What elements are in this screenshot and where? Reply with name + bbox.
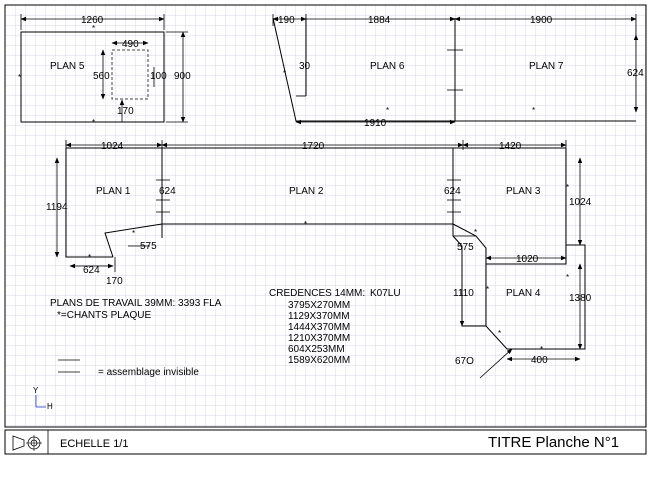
- plan-4-label: PLAN 4: [506, 288, 541, 299]
- dim-400: 400: [531, 355, 548, 366]
- credence-item-1: 3795X270MM: [288, 300, 350, 311]
- svg-text:*: *: [474, 228, 477, 237]
- note-chants-plaque: *=CHANTS PLAQUE: [57, 310, 152, 321]
- plan-5-label: PLAN 5: [50, 61, 85, 72]
- dim-1380: 1380: [569, 293, 592, 304]
- dim-170-bottom: 170: [106, 276, 123, 287]
- plan-4: * * * * * *: [452, 157, 586, 379]
- note-plans-de-travail: PLANS DE TRAVAIL 39MM: 3393 FLA: [50, 298, 222, 309]
- dim-190: 190: [278, 15, 295, 26]
- credence-item-4: 1210X370MM: [288, 333, 350, 344]
- plan-6-7: * * *: [272, 14, 639, 125]
- dim-490: 490: [122, 39, 139, 50]
- plan-5: * * *: [18, 14, 188, 127]
- dim-1900: 1900: [530, 15, 553, 26]
- dim-1024-right: 1024: [569, 197, 592, 208]
- dim-170-top: 170: [117, 106, 134, 117]
- credence-item-3: 1444X370MM: [288, 322, 350, 333]
- grid-background: [4, 4, 647, 428]
- dim-575-plan4: 575: [457, 242, 474, 253]
- dim-30: 30: [299, 61, 311, 72]
- plan-6-label: PLAN 6: [370, 61, 405, 72]
- dim-624-plan3: 624: [444, 186, 461, 197]
- svg-text:*: *: [88, 253, 91, 262]
- title-block: [4, 429, 647, 455]
- axis-indicator: Y H: [33, 386, 53, 411]
- svg-text:*: *: [498, 329, 501, 338]
- projection-symbol-icon: [12, 435, 42, 451]
- dim-1720: 1720: [302, 141, 325, 152]
- svg-text:*: *: [532, 106, 535, 115]
- dim-575-plan1: 575: [140, 241, 157, 252]
- scale-label: ECHELLE 1/1: [60, 438, 128, 450]
- plan-1-label: PLAN 1: [96, 186, 131, 197]
- dim-670: 67O: [455, 356, 474, 367]
- dim-1110: 1110: [453, 288, 474, 299]
- svg-text:*: *: [18, 73, 21, 82]
- dim-1194: 1194: [46, 202, 68, 213]
- dim-624-bottom: 624: [83, 265, 100, 276]
- svg-text:*: *: [386, 106, 389, 115]
- axis-y-label: Y: [33, 386, 39, 395]
- dim-1260: 1260: [81, 15, 104, 26]
- dim-624-right: 624: [627, 68, 644, 79]
- svg-text:*: *: [92, 24, 95, 33]
- plan-7-label: PLAN 7: [529, 61, 564, 72]
- credence-item-2: 1129X370MM: [288, 311, 350, 322]
- dim-560: 560: [93, 71, 110, 82]
- plan-1-2-3: * * *: [54, 140, 567, 272]
- credence-item-5: 604X253MM: [288, 344, 345, 355]
- svg-text:*: *: [304, 220, 307, 229]
- dim-900: 900: [174, 71, 191, 82]
- sheet-title: TITRE Planche N°1: [488, 434, 619, 451]
- svg-text:*: *: [566, 183, 569, 192]
- svg-text:*: *: [283, 69, 286, 78]
- credences-title: CREDENCES 14MM:: [269, 288, 365, 299]
- svg-text:*: *: [566, 273, 569, 282]
- credence-item-6: 1589X620MM: [288, 355, 350, 366]
- plan-3-label: PLAN 3: [506, 186, 541, 197]
- legend-text: = assemblage invisible: [98, 367, 199, 378]
- dim-624-plan1: 624: [159, 186, 176, 197]
- dim-1024-top: 1024: [101, 141, 124, 152]
- svg-text:*: *: [132, 229, 135, 238]
- svg-text:*: *: [92, 118, 95, 127]
- credences-code: K07LU: [370, 288, 401, 299]
- dim-100: 100: [150, 71, 167, 82]
- dim-1910: 1910: [364, 118, 387, 129]
- svg-text:*: *: [540, 345, 543, 354]
- svg-text:*: *: [486, 285, 489, 294]
- dim-1020: 1020: [516, 254, 539, 265]
- dim-1884: 1884: [368, 15, 391, 26]
- axis-x-label: H: [47, 402, 53, 411]
- plan-2-label: PLAN 2: [289, 186, 324, 197]
- dim-1420: 1420: [499, 141, 522, 152]
